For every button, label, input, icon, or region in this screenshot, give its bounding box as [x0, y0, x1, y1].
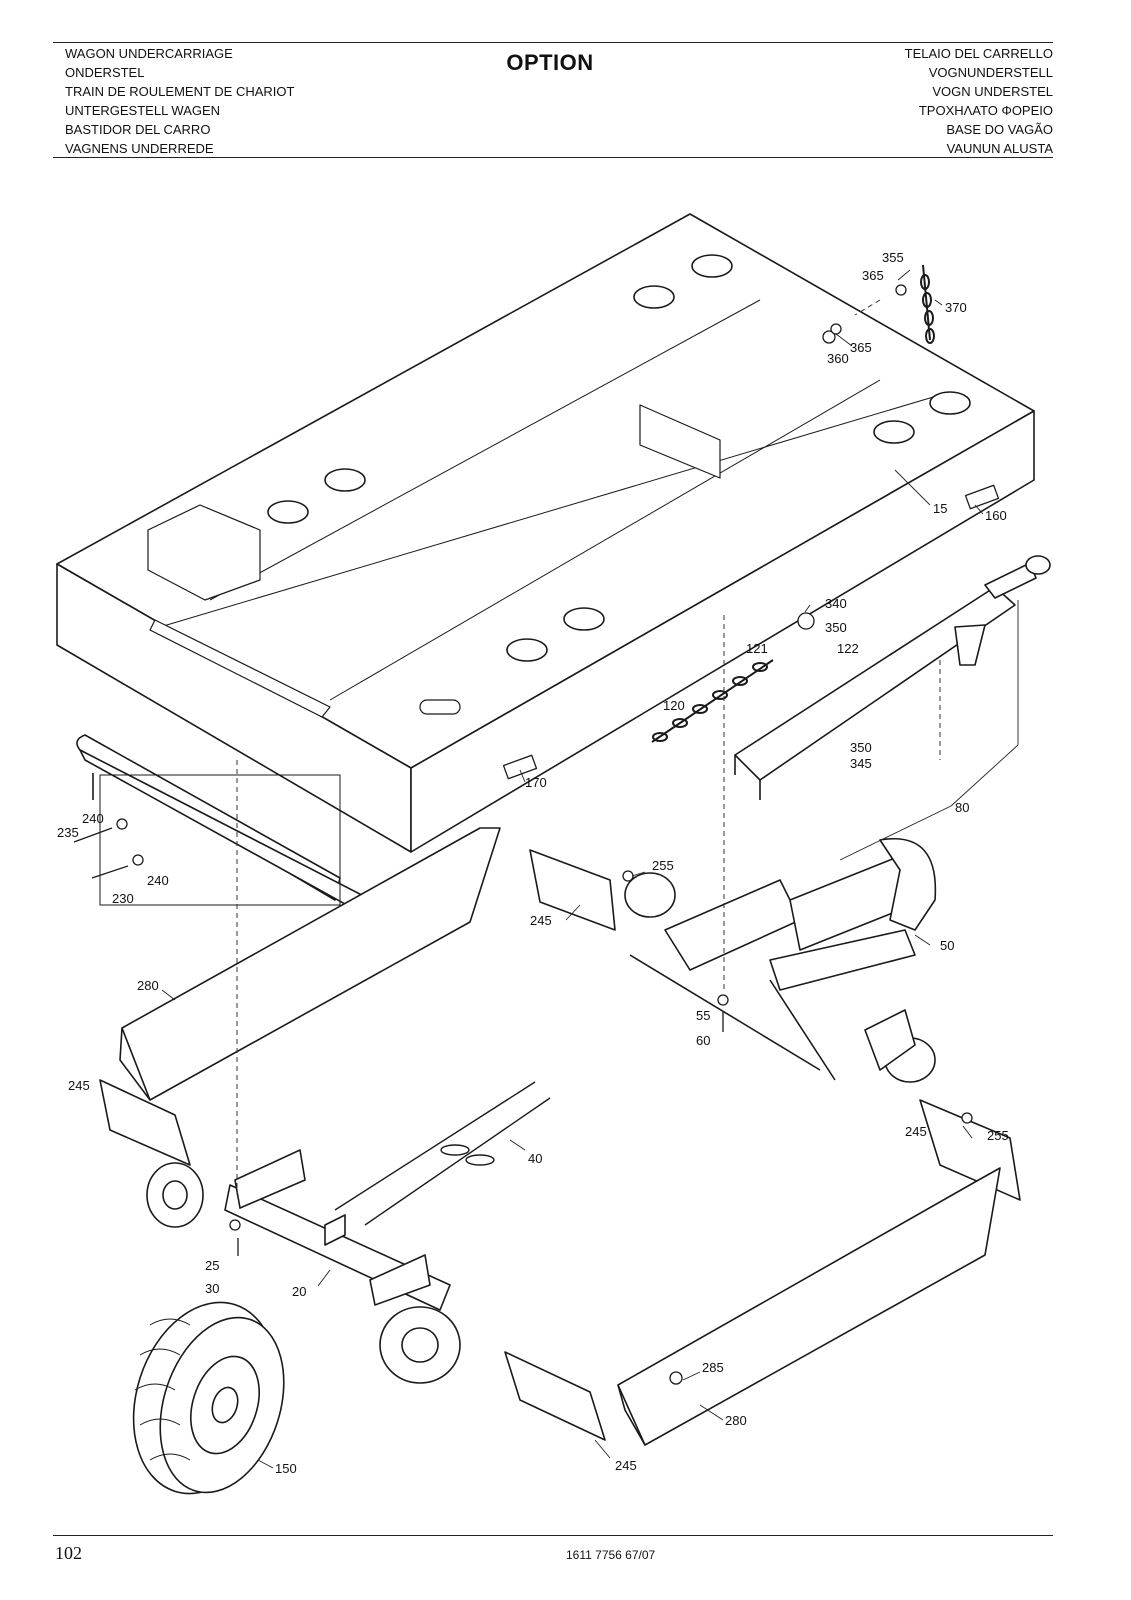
header-left-line: TRAIN DE ROULEMENT DE CHARIOT — [65, 84, 295, 99]
callout-label: 25 — [205, 1258, 219, 1273]
footer-rule — [53, 1535, 1053, 1536]
callout-label: 20 — [292, 1284, 306, 1299]
callout-label: 15 — [933, 501, 947, 516]
top-chain — [920, 264, 935, 344]
callout-label: 55 — [696, 1008, 710, 1023]
header-left-line: UNTERGESTELL WAGEN — [65, 103, 221, 118]
page-number: 102 — [55, 1543, 82, 1563]
side-panel-right — [617, 1167, 1001, 1446]
safety-chain — [651, 659, 774, 743]
callout-label: 245 — [615, 1458, 637, 1473]
callout-label: 240 — [82, 811, 104, 826]
header-right-titles: TELAIO DEL CARRELLO VOGNUNDERSTELL VOGN … — [905, 44, 1053, 158]
callout-label: 230 — [112, 891, 134, 906]
callout-label: 355 — [882, 250, 904, 265]
header-right-line: VOGNUNDERSTELL — [928, 65, 1053, 80]
header-left-line: WAGON UNDERCARRIAGE — [65, 46, 233, 61]
callout-label: 240 — [147, 873, 169, 888]
front-axle-assembly — [624, 838, 937, 1083]
leader-lines — [161, 269, 1019, 1469]
callout-label: 160 — [985, 508, 1007, 523]
header-top-rule — [53, 42, 1053, 43]
callout-label: 245 — [905, 1124, 927, 1139]
header-right-line: TELAIO DEL CARRELLO — [904, 46, 1053, 61]
callout-label: 245 — [530, 913, 552, 928]
callout-label: 365 — [850, 340, 872, 355]
callout-label: 350 — [850, 740, 872, 755]
mounting-plate — [529, 849, 616, 931]
callout-label: 235 — [57, 825, 79, 840]
brake-cables — [334, 1081, 551, 1226]
callout-label: 285 — [702, 1360, 724, 1375]
callout-labels: 355 365 370 365 360 15 160 340 350 121 1… — [57, 250, 1009, 1476]
callout-label: 280 — [725, 1413, 747, 1428]
callout-label: 30 — [205, 1281, 219, 1296]
page-title: OPTION — [506, 50, 594, 75]
chassis-frame — [56, 213, 1035, 853]
callout-label: 245 — [68, 1078, 90, 1093]
callout-label: 370 — [945, 300, 967, 315]
callout-label: 122 — [837, 641, 859, 656]
header-left-line: VAGNENS UNDERREDE — [65, 141, 214, 156]
wheel — [132, 1301, 285, 1495]
drawbar — [734, 555, 1051, 800]
callout-label: 50 — [940, 938, 954, 953]
header-right-line: VAUNUN ALUSTA — [946, 141, 1053, 156]
header-right-line: ΤΡΟΧΗΛΑΤΟ ΦΟΡΕΙΟ — [918, 103, 1053, 118]
mounting-plate — [504, 1351, 606, 1441]
rear-axle — [146, 1149, 461, 1384]
header-left-titles: WAGON UNDERCARRIAGE ONDERSTEL TRAIN DE R… — [65, 44, 294, 158]
callout-label: 360 — [827, 351, 849, 366]
callout-label: 350 — [825, 620, 847, 635]
callout-label: 255 — [987, 1128, 1009, 1143]
callout-label: 280 — [137, 978, 159, 993]
header-bottom-rule — [53, 157, 1053, 158]
callout-label: 345 — [850, 756, 872, 771]
callout-label: 121 — [746, 641, 768, 656]
callout-label: 365 — [862, 268, 884, 283]
fasteners — [73, 284, 1000, 1385]
header-left-line: ONDERSTEL — [65, 65, 145, 80]
callout-label: 40 — [528, 1151, 542, 1166]
callout-label: 255 — [652, 858, 674, 873]
callout-label: 150 — [275, 1461, 297, 1476]
callout-label: 340 — [825, 596, 847, 611]
mounting-plate — [99, 1079, 191, 1166]
callout-label: 120 — [663, 698, 685, 713]
header-left-line: BASTIDOR DEL CARRO — [65, 122, 211, 137]
header-right-line: BASE DO VAGÃO — [946, 122, 1053, 137]
callout-label: 60 — [696, 1033, 710, 1048]
callout-label: 170 — [525, 775, 547, 790]
header-right-line: VOGN UNDERSTEL — [932, 84, 1053, 99]
alignment-lines — [236, 299, 941, 1195]
callout-label: 80 — [955, 800, 969, 815]
side-panel-left — [119, 827, 501, 1101]
document-reference: 1611 7756 67/07 — [566, 1548, 656, 1562]
